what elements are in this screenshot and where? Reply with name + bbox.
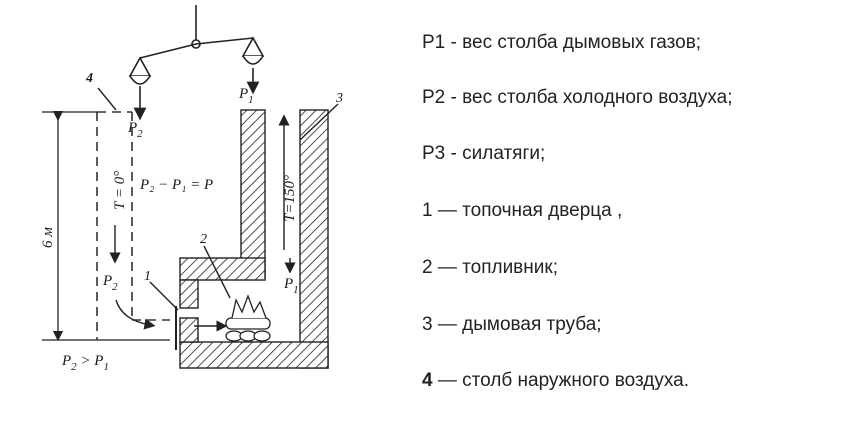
- label-height: 6 м: [40, 227, 56, 248]
- legend-item-3: 3 — дымовая труба;: [422, 314, 602, 335]
- fuel-grate: [225, 294, 271, 342]
- legend: P1 - вес столба дымовых газов; P2 - вес …: [422, 0, 847, 422]
- number-1: 1: [144, 269, 151, 284]
- draft-diagram: P2 P1 P₂ − P₁ = P T = 0° T=150° 6 м P2 P…: [40, 5, 343, 373]
- height-dimension: [42, 110, 170, 342]
- label-comparison: P2 > P1: [61, 353, 109, 373]
- legend-item-p3: P3 - силатяги;: [422, 143, 546, 164]
- number-3: 3: [335, 91, 343, 106]
- number-4: 4: [85, 71, 93, 86]
- number-2: 2: [200, 232, 207, 247]
- legend-item-p2: P2 - вес столба холодного воздуха;: [422, 87, 733, 108]
- legend-item-p1: P1 - вес столба дымовых газов;: [422, 32, 702, 53]
- flow-arrows: [97, 87, 339, 332]
- legend-item-4: 4 — столб наружного воздуха.: [422, 370, 690, 391]
- label-p1-mid: P1: [283, 276, 299, 296]
- label-p2-mid: P2: [102, 273, 118, 293]
- chimney-walls: [179, 109, 329, 369]
- balance-scale: [128, 5, 265, 121]
- label-p1-top: P1: [238, 86, 254, 106]
- label-p2-top: P2: [127, 120, 143, 140]
- cold-air-column: [96, 111, 170, 340]
- legend-item-2: 2 — топливник;: [422, 257, 558, 278]
- formula-label: P₂ − P₁ = P: [139, 177, 213, 193]
- legend-item-1: 1 — топочная дверца ,: [422, 200, 623, 221]
- label-hot-temperature: T=150°: [282, 175, 298, 222]
- label-cold-temperature: T = 0°: [112, 171, 128, 210]
